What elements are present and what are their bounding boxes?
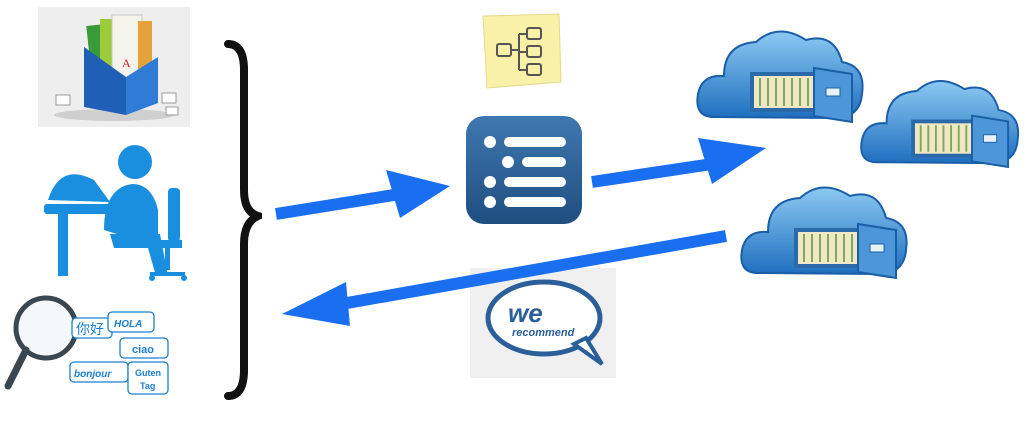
word-bonjour: bonjour [74,369,112,380]
user-at-desk-icon [40,140,190,284]
curly-brace-icon [222,40,262,400]
arrow-right-icon [591,138,766,188]
file-letter: A [122,56,131,70]
we-recommend-badge-icon: we recommend [470,268,616,378]
word-hola: HOLA [114,319,142,330]
word-guten: Guten [135,368,161,378]
word-ciao: ciao [132,344,154,356]
arrow-right-icon [275,170,450,220]
magnifier-languages-icon: 你好 HOLA ciao bonjour Guten Tag [4,288,190,404]
word-nihao: 你好 [76,322,104,338]
folder-tree-note-icon [477,12,565,92]
file-organizer-icon: A [38,7,190,127]
word-tag: Tag [140,381,155,391]
arrow-left-icon [282,230,728,326]
badge-we: we [508,298,543,328]
badge-recommend: recommend [512,327,575,339]
list-app-icon [466,116,582,224]
